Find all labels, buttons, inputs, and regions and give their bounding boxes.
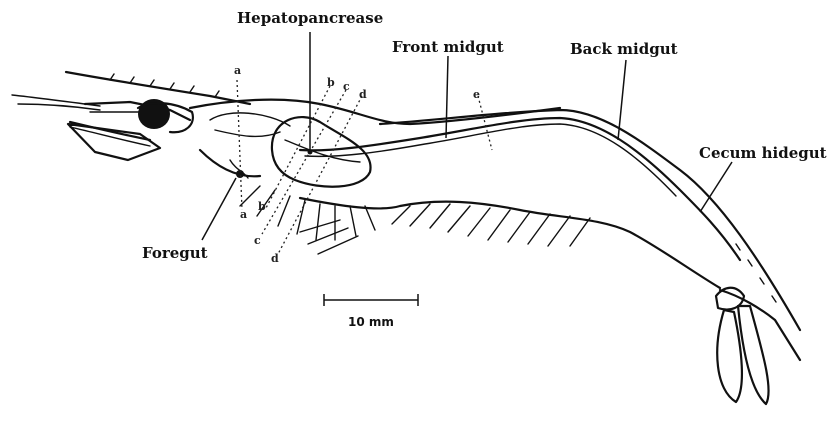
shrimp-drawing [12,72,800,404]
leader-hepatopancreas-dot [308,150,313,155]
scale-bar-label: 10 mm [348,315,394,329]
label-hepatopancreas: Hepatopancrease [237,9,383,27]
section-lines [237,80,492,254]
uropod-right [738,306,769,404]
abdomen-ventral [300,198,720,288]
section-letter-d-bottom: d [271,252,279,265]
section-letter-c-top: c [343,80,350,93]
section-letter-b-bottom: b [258,200,266,213]
walking-legs [240,186,375,240]
label-back-midgut: Back midgut [570,40,678,58]
rostrum-teeth [110,74,219,97]
leader-back-midgut [618,60,626,140]
gut-tract [300,118,740,260]
walking-legs-2 [300,220,358,254]
pleopods [392,204,590,246]
carapace-lower [200,150,260,176]
label-front-midgut: Front midgut [392,38,504,56]
carapace-groove [215,130,280,136]
label-foregut: Foregut [142,244,208,262]
label-cecum-hindgut: Cecum hidegut [699,144,827,162]
scale-bar: 10 mm [324,294,418,329]
section-line-e [478,96,492,150]
section-letter-d-top: d [359,88,367,101]
branchial-region [210,113,290,126]
scale-bar-line [324,294,418,306]
section-letter-a-top: a [234,64,241,77]
uropod-left [717,310,742,402]
section-letter-c-bottom: c [254,234,261,247]
hepatopancreas-organ [272,117,371,187]
section-letter-b-top: b [327,76,335,89]
rostrum [66,72,250,104]
gut-tract-2 [305,124,676,196]
telson [720,290,800,360]
leader-foregut [202,178,236,240]
section-line-a [237,80,242,210]
section-letter-a-bottom: a [240,208,247,221]
section-letter-e-top: e [473,88,480,101]
leader-front-midgut [446,56,448,138]
